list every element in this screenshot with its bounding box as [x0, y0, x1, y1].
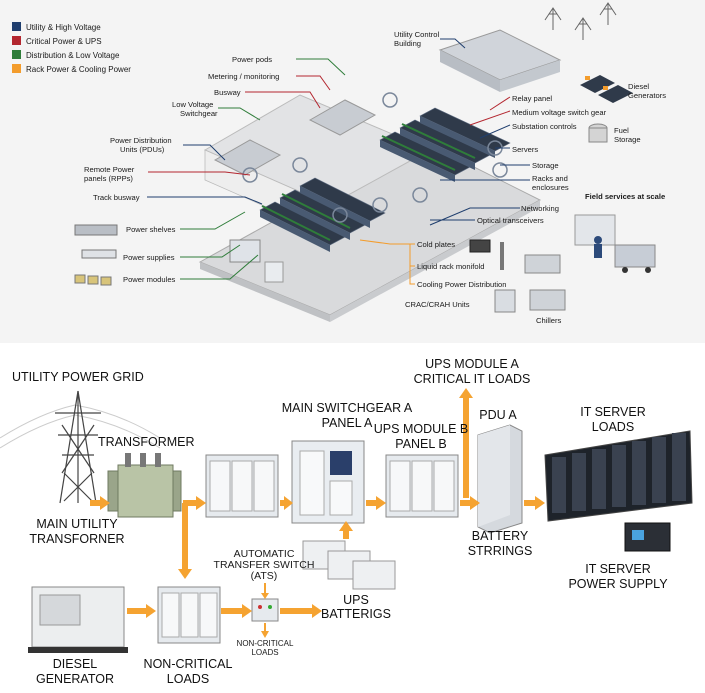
label-utility-control-2: Building — [394, 39, 422, 48]
legend-item-utility: Utility & High Voltage — [12, 22, 101, 32]
diesel-generator-icon — [28, 586, 128, 653]
label-crac: CRAC/CRAH Units — [405, 300, 470, 309]
label-fuel-1: Fuel — [614, 126, 629, 135]
label-relay-panel: Relay panel — [512, 94, 553, 103]
label-pdu-2: Units (PDUs) — [120, 145, 165, 154]
label-chillers: Chillers — [536, 316, 562, 325]
label-lv-switchgear-1: Low Voltage — [172, 100, 214, 109]
label-metering: Metering / monitoring — [208, 72, 280, 81]
label-liquid-manifold: Liquid rack monifold — [417, 262, 485, 271]
label-non-critical-small-2: LOADS — [251, 648, 279, 657]
ups-module-b-icon — [385, 454, 459, 518]
label-diesel-gen-1: DIESEL — [52, 657, 98, 671]
label-cold-plates: Cold plates — [417, 240, 455, 249]
legend-label: Distribution & Low Voltage — [26, 51, 120, 60]
label-storage: Storage — [532, 161, 559, 170]
ups-batteries-icon — [302, 540, 396, 590]
legend-label: Critical Power & UPS — [26, 37, 102, 46]
server-racks-icon — [544, 430, 693, 522]
label-power-supplies: Power supplies — [123, 253, 175, 262]
label-ups-module-a-2: CRITICAL IT LOADS — [413, 372, 531, 386]
label-mv-switch-gear: Medium voltage switch gear — [512, 108, 607, 117]
label-diesel-1: Diesel — [628, 82, 650, 91]
non-critical-switchgear-icon — [157, 586, 221, 644]
ats-icon — [251, 598, 279, 622]
label-main-switchgear-1: MAIN SWITCHGEAR A — [281, 401, 413, 415]
label-non-critical-1: NON-CRITICAL — [143, 657, 233, 671]
label-battery-2: STRRINGS — [467, 544, 533, 558]
legend-item-distribution: Distribution & Low Voltage — [12, 50, 119, 60]
label-ups-module-b-1: UPS MODULE B — [373, 422, 469, 436]
label-battery-1: BATTERY — [471, 529, 529, 543]
label-power-modules: Power modules — [123, 275, 176, 284]
label-racks-2: enclosures — [532, 183, 569, 192]
power-flow-diagram — [0, 388, 693, 653]
transmission-tower-icon — [55, 390, 101, 504]
legend-label: Rack Power & Cooling Power — [26, 65, 131, 74]
legend-item-rack: Rack Power & Cooling Power — [12, 64, 131, 74]
label-ups-batteries-2: BATTERIGS — [321, 607, 391, 621]
label-ups-module-a-1: UPS MODULE A — [425, 357, 519, 371]
label-servers: Servers — [512, 145, 539, 154]
label-diesel-gen-2: GENERATOR — [35, 672, 115, 686]
label-track-busway: Track busway — [93, 193, 140, 202]
power-supply-unit-icon — [624, 522, 671, 552]
label-main-utility-2: TRANSFORNER — [29, 532, 125, 546]
legend-swatch — [12, 50, 21, 59]
label-substation: Substation controls — [512, 122, 577, 131]
label-racks-1: Racks and — [532, 174, 568, 183]
label-optical: Optical transceivers — [477, 216, 544, 225]
label-field-services: Field services at scale — [585, 192, 666, 201]
label-non-critical-small-1: NON-CRITICAL — [236, 639, 294, 648]
label-main-switchgear-2: PANEL A — [321, 416, 373, 430]
label-pdu-a: PDU A — [479, 408, 517, 422]
legend-swatch — [12, 22, 21, 31]
label-diesel-2: Generators — [628, 91, 666, 100]
label-main-utility-1: MAIN UTILITY — [36, 517, 118, 531]
label-it-power-1: IT SERVER — [585, 562, 651, 576]
label-pdu-1: Power Distribution — [110, 136, 172, 145]
label-rpp-2: panels (RPPs) — [84, 174, 133, 183]
pdu-cabinet-icon — [477, 424, 523, 534]
label-power-shelves: Power shelves — [126, 225, 176, 234]
label-non-critical-2: LOADS — [166, 672, 210, 686]
power-flow-arrows — [90, 398, 535, 614]
legend-swatch — [12, 36, 21, 45]
label-ats-2: TRANSFER SWITCH — [213, 559, 315, 571]
power-flow-panel: UTILITY POWER GRID TRANSFORMER MAIN UTIL… — [0, 343, 705, 693]
legend-item-critical: Critical Power & UPS — [12, 36, 102, 46]
label-cooling-distribution: Cooling Power Distribution — [417, 280, 507, 289]
label-it-power-2: POWER SUPPLY — [568, 577, 668, 591]
label-ats-1: AUTOMATIC — [233, 548, 295, 560]
label-rpp-1: Remote Power — [84, 165, 135, 174]
label-power-pods: Power pods — [232, 55, 273, 64]
label-utility-grid: UTILITY POWER GRID — [12, 370, 144, 384]
datacenter-isometric-panel: Utility & High Voltage Critical Power & … — [0, 0, 705, 343]
label-it-server-loads-2: LOADS — [591, 420, 635, 434]
label-transformer: TRANSFORMER — [98, 435, 195, 449]
label-it-server-loads-1: IT SERVER — [580, 405, 646, 419]
label-fuel-2: Storage — [614, 135, 641, 144]
legend-swatch — [12, 64, 21, 73]
label-utility-control-1: Utility Control — [394, 30, 440, 39]
legend-label: Utility & High Voltage — [26, 23, 101, 32]
datacenter-illustration — [74, 2, 656, 322]
label-ats-3: (ATS) — [250, 570, 278, 582]
label-networking: Networking — [521, 204, 559, 213]
transformer-icon — [107, 453, 182, 518]
label-lv-switchgear-2: Switchgear — [180, 109, 218, 118]
switchgear-cabinet-icon — [205, 454, 279, 518]
label-ups-module-b-2: PANEL B — [395, 437, 447, 451]
label-ups-batteries-1: UPS — [343, 593, 369, 607]
main-switchgear-icon — [291, 440, 365, 524]
label-busway: Busway — [214, 88, 241, 97]
